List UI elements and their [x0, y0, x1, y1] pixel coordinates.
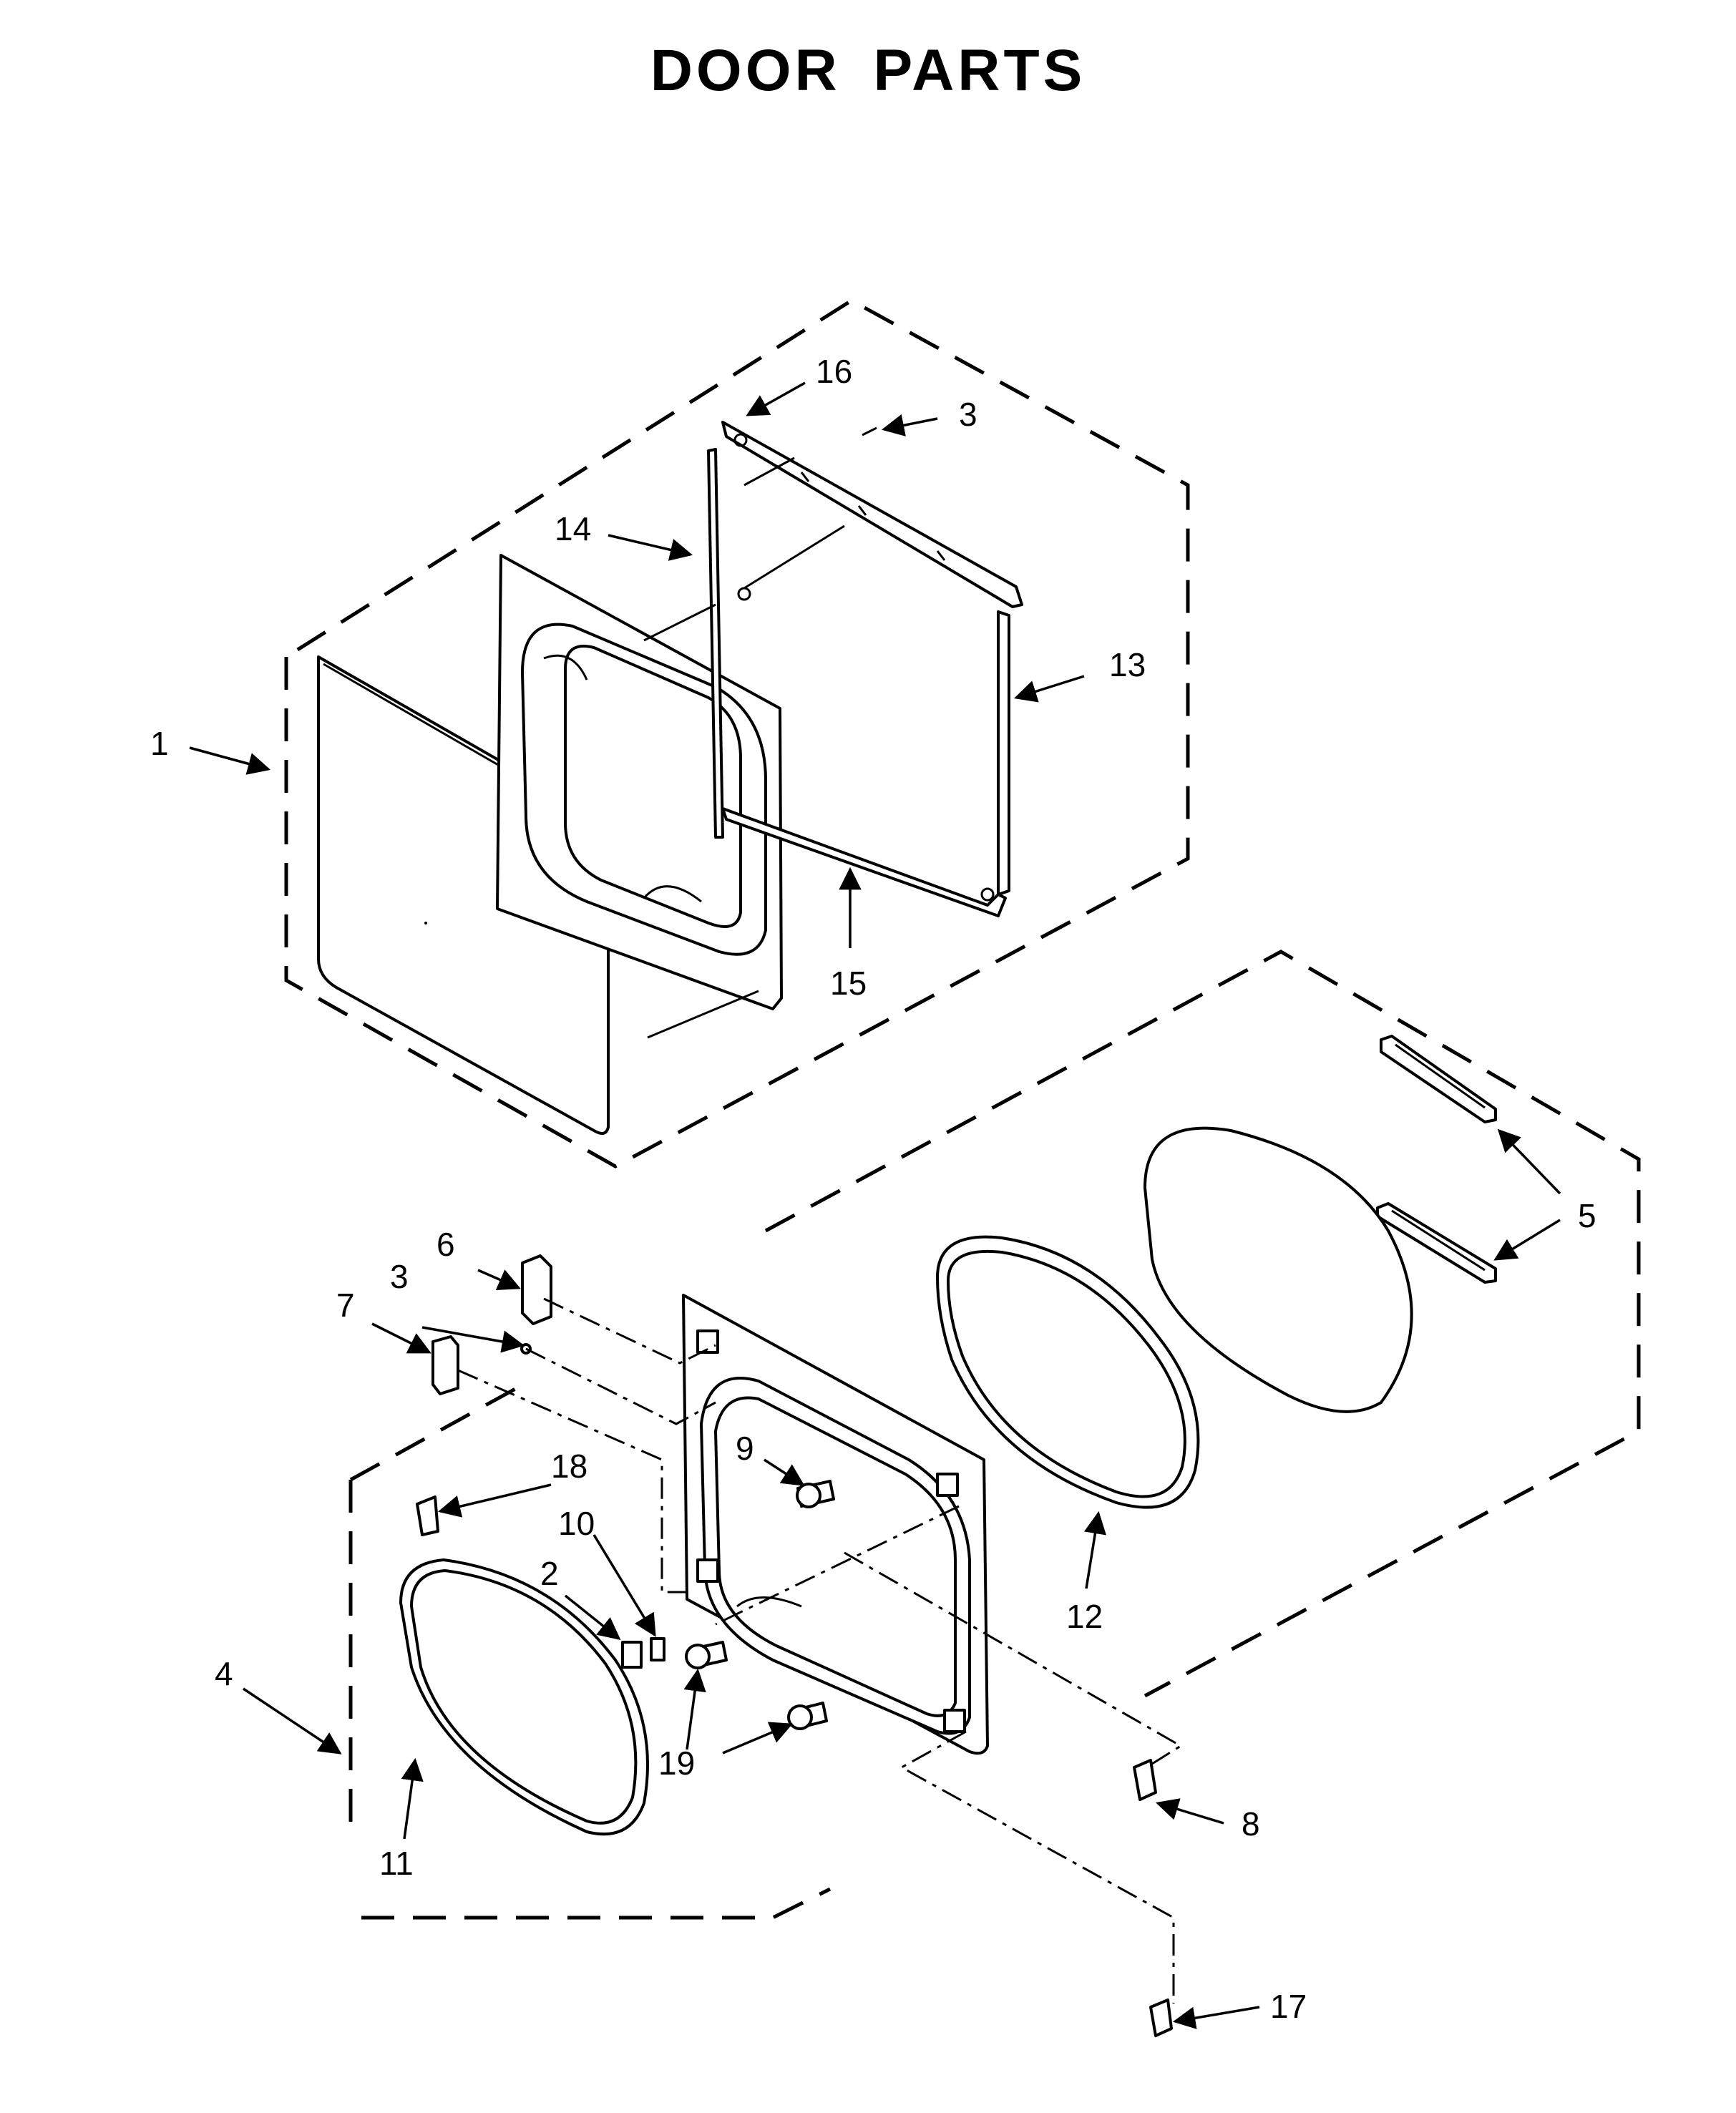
door-gasket-small — [399, 1558, 649, 1836]
callout-3-lower: 3 — [390, 1258, 409, 1295]
door-frame — [707, 421, 1023, 917]
callout-17: 17 — [1270, 1988, 1307, 2025]
hinge-upper — [521, 1254, 552, 1325]
door-glass — [1143, 1126, 1413, 1413]
door-gasket-large — [936, 1235, 1200, 1509]
callout-14: 14 — [555, 510, 591, 547]
upper-screw-guides — [643, 426, 877, 642]
callout-8: 8 — [1242, 1805, 1260, 1843]
upper-assembly-boundary — [284, 298, 1190, 1168]
callout-12: 12 — [1066, 1598, 1103, 1635]
callout-15: 15 — [830, 965, 867, 1002]
inner-door-liner — [496, 554, 783, 1039]
callout-18: 18 — [551, 1448, 587, 1485]
callout-1: 1 — [150, 725, 169, 762]
lower-assembly-boundary — [348, 950, 1641, 1920]
callout-3-upper: 3 — [959, 396, 977, 433]
callout-4: 4 — [215, 1655, 233, 1692]
glass-retainer-strips — [1376, 1035, 1497, 1284]
callout-7: 7 — [336, 1287, 355, 1324]
hinge-lower — [431, 1335, 459, 1395]
inner-door-housing — [682, 1294, 989, 1755]
outer-door-panel — [317, 655, 610, 1135]
callout-labels: 1 16 3 14 13 15 5 6 3 7 18 9 10 2 4 12 1… — [150, 353, 1596, 2025]
callout-11: 11 — [379, 1845, 414, 1882]
callout-19: 19 — [658, 1744, 695, 1782]
callout-2: 2 — [540, 1555, 559, 1592]
callout-5: 5 — [1578, 1197, 1596, 1234]
callout-16: 16 — [816, 353, 852, 390]
assembly-guides — [457, 1297, 1183, 2004]
callout-13: 13 — [1109, 646, 1146, 683]
page-title: DOOR PARTS — [650, 38, 1086, 103]
small-parts — [416, 1254, 1173, 2037]
callout-9: 9 — [736, 1430, 754, 1467]
leader-arrows — [189, 381, 1561, 2029]
callout-10: 10 — [558, 1505, 595, 1542]
callout-6: 6 — [437, 1226, 455, 1263]
